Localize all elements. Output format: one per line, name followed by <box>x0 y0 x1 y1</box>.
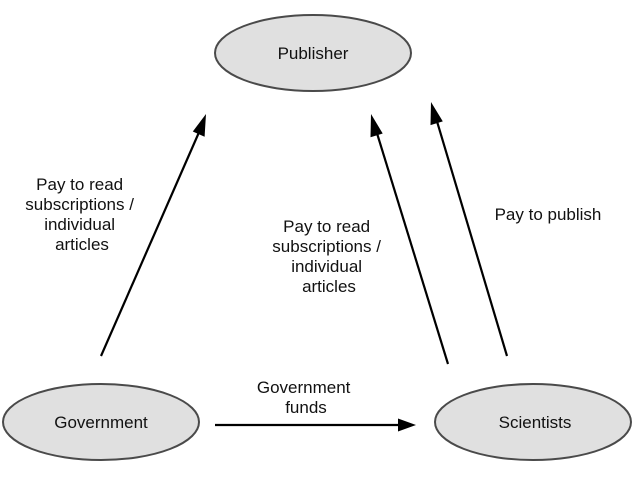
arrow-head-icon <box>430 102 443 126</box>
edge-label-line: articles <box>55 235 109 254</box>
edge-label-line: Pay to publish <box>495 205 602 224</box>
edge-label-line: individual <box>291 257 362 276</box>
arrow-head-icon <box>192 114 206 137</box>
publisher-node: Publisher <box>214 14 412 92</box>
edge-label-line: Pay to read <box>283 217 370 236</box>
edge-label-line: subscriptions / <box>272 237 381 256</box>
edge-label-line: subscriptions / <box>25 195 134 214</box>
edge-label: Government funds <box>257 378 355 417</box>
edge-label: Pay to read subscriptions / individual a… <box>272 217 385 296</box>
government-node: Government <box>2 383 200 461</box>
edge-label-line: funds <box>285 398 327 417</box>
edge-scientists-to-publisher-read: Pay to read subscriptions / individual a… <box>272 114 450 365</box>
edge-government-to-scientists: Government funds <box>215 378 416 432</box>
edge-label-line: individual <box>44 215 115 234</box>
edge-government-to-publisher: Pay to read subscriptions / individual a… <box>25 114 206 357</box>
arrow-head-icon <box>398 418 416 432</box>
arrow-line <box>99 129 202 357</box>
edge-label: Pay to read subscriptions / individual a… <box>25 175 138 254</box>
scientists-node: Scientists <box>434 383 632 461</box>
edge-label-line: Pay to read <box>36 175 123 194</box>
scientists-label: Scientists <box>499 413 572 432</box>
publisher-label: Publisher <box>278 44 349 63</box>
edge-scientists-to-publisher-publish: Pay to publish <box>430 102 602 357</box>
publisher-ellipse <box>214 14 412 92</box>
arrow-line <box>434 117 509 357</box>
edge-label-line: articles <box>302 277 356 296</box>
government-ellipse <box>2 383 200 461</box>
arrow-line <box>374 129 450 365</box>
scientists-ellipse <box>434 383 632 461</box>
edge-label: Pay to publish <box>495 205 602 224</box>
edge-label-line: Government <box>257 378 351 397</box>
arrow-head-icon <box>370 114 383 138</box>
government-label: Government <box>54 413 148 432</box>
